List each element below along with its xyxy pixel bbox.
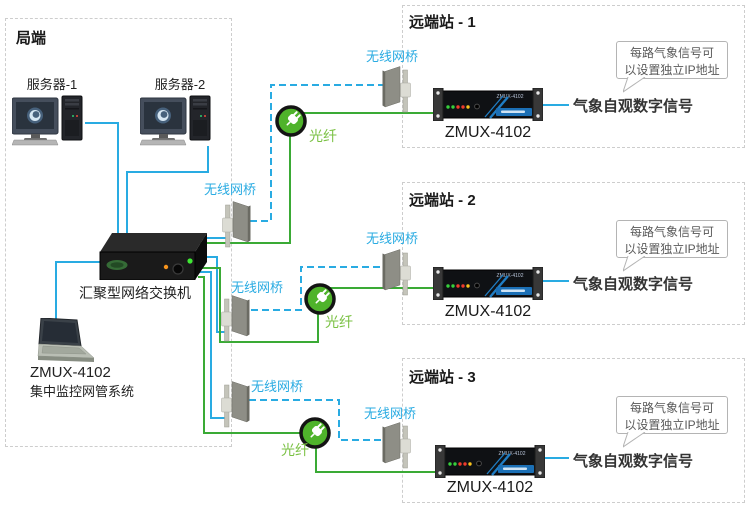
server2-icon — [139, 94, 216, 151]
local-site-title: 局端 — [16, 30, 47, 47]
wireless-bridge-label-local-1: 无线网桥 — [204, 182, 257, 197]
fiber-label-3: 光纤 — [281, 442, 309, 458]
wireless-bridge-icon-remote-1 — [381, 64, 411, 119]
wireless-link-station1 — [250, 84, 385, 222]
server2-label: 服务器-2 — [154, 77, 206, 92]
wireless-link-station3 — [249, 399, 385, 441]
fiber-link-station2 — [198, 267, 434, 343]
bubble-tail — [623, 77, 646, 93]
wireless-bridge-icon-local-3 — [221, 379, 251, 434]
fiber-label-2: 光纤 — [325, 314, 353, 330]
wireless-bridge-label-remote-1: 无线网桥 — [366, 49, 419, 64]
fiber-label-1: 光纤 — [309, 128, 337, 144]
nms-laptop-icon — [34, 317, 98, 371]
fiber-link-station3 — [198, 276, 436, 473]
ip-note-bubble-2: 每路气象信号可 以设置独立IP地址 — [616, 220, 728, 272]
ethernet-link-switch-bridge2 — [198, 256, 229, 333]
ethernet-link-server1-switch — [85, 122, 119, 243]
wireless-bridge-icon-remote-2 — [381, 247, 411, 302]
fiber-connector-icon-2 — [303, 282, 337, 321]
bubble-text-line1: 每路气象信号可 — [629, 46, 714, 60]
zmux-device-icon-3: ZMUX-4102 — [434, 444, 546, 483]
switch-label: 汇聚型网络交换机 — [79, 285, 191, 301]
device-label-3: ZMUX-4102 — [446, 479, 534, 496]
wireless-bridge-icon-remote-3 — [381, 420, 411, 475]
remote-station-1-box — [402, 5, 745, 148]
device-faceplate-text: ZMUX-4102 — [497, 94, 524, 100]
server1-icon — [11, 94, 88, 151]
wireless-bridge-label-local-2: 无线网桥 — [231, 280, 284, 295]
fiber-connector-icon-1 — [274, 104, 308, 143]
device-faceplate-text: ZMUX-4102 — [499, 451, 526, 457]
bubble-tail — [623, 256, 646, 272]
wireless-bridge-label-remote-2: 无线网桥 — [366, 231, 419, 246]
bubble-text-line2: 以设置独立IP地址 — [624, 242, 720, 256]
ethernet-link-switch-bridge3 — [198, 271, 228, 419]
zmux-device-icon-1: ZMUX-4102 — [432, 87, 544, 126]
bubble-text-line2: 以设置独立IP地址 — [624, 418, 720, 432]
ip-note-bubble-1: 每路气象信号可 以设置独立IP地址 — [616, 41, 728, 93]
ip-note-bubble-3: 每路气象信号可 以设置独立IP地址 — [616, 396, 728, 448]
ethernet-link-nms-switch — [55, 261, 103, 325]
fiber-link-station1 — [198, 112, 434, 244]
bubble-text-line1: 每路气象信号可 — [629, 401, 714, 415]
bubble-text-line1: 每路气象信号可 — [629, 225, 714, 239]
wireless-bridge-icon-local-2 — [221, 293, 251, 348]
fiber-connector-icon-3 — [298, 416, 332, 455]
wireless-bridge-icon-local-1 — [222, 199, 252, 254]
station3-title: 远端站 - 3 — [409, 369, 476, 386]
aggregation-switch-icon — [95, 223, 210, 285]
wireless-bridge-label-local-3: 无线网桥 — [251, 379, 304, 394]
station2-title: 远端站 - 2 — [409, 192, 476, 209]
remote-station-3-box — [402, 358, 745, 503]
signal-label-1: 气象自观数字信号 — [573, 98, 694, 115]
ethernet-link-server2-switch — [126, 146, 209, 243]
local-site-box — [5, 18, 232, 447]
station1-title: 远端站 - 1 — [409, 14, 476, 31]
wireless-link-station2 — [251, 266, 385, 311]
device-label-2: ZMUX-4102 — [444, 303, 532, 320]
nms-subtitle: 集中监控网管系统 — [30, 384, 135, 399]
device-label-1: ZMUX-4102 — [444, 124, 532, 141]
remote-station-2-box — [402, 182, 745, 325]
nms-title: ZMUX-4102 — [30, 364, 111, 381]
server1-label: 服务器-1 — [26, 77, 78, 92]
wireless-bridge-label-remote-3: 无线网桥 — [364, 406, 417, 421]
bubble-text-line2: 以设置独立IP地址 — [624, 63, 720, 77]
signal-label-3: 气象自观数字信号 — [573, 453, 694, 470]
device-faceplate-text: ZMUX-4102 — [497, 273, 524, 279]
bubble-tail — [623, 432, 646, 448]
zmux-device-icon-2: ZMUX-4102 — [432, 266, 544, 305]
signal-label-2: 气象自观数字信号 — [573, 276, 694, 293]
